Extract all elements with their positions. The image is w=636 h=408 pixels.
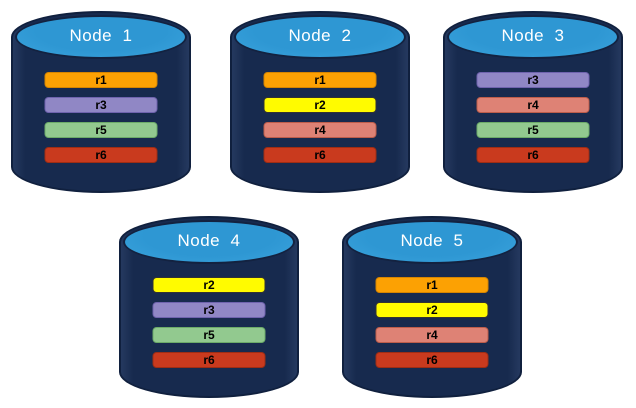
node-1-cylinder: Node 1 r1 r3 r5 r6 (11, 11, 191, 193)
replica-bar-list: r2 r3 r5 r6 (152, 277, 266, 368)
replica-bar: r5 (44, 122, 158, 138)
replica-bar: r6 (44, 147, 158, 163)
replica-bar: r4 (263, 122, 377, 138)
replica-bar: r6 (476, 147, 590, 163)
replica-bar: r5 (152, 327, 266, 343)
node-title: Node 5 (400, 231, 464, 250)
node-5-cylinder: Node 5 r1 r2 r4 r6 (342, 216, 522, 398)
database-cylinder-top: Node 1 (15, 15, 187, 59)
replica-bar: r4 (476, 97, 590, 113)
replica-bar: r2 (263, 97, 377, 113)
node-title: Node 1 (69, 26, 133, 45)
replica-bar-list: r3 r4 r5 r6 (476, 72, 590, 163)
replica-bar: r3 (476, 72, 590, 88)
database-cylinder-top: Node 5 (346, 220, 518, 264)
replica-bar: r6 (263, 147, 377, 163)
replica-bar: r1 (375, 277, 489, 293)
node-2-cylinder: Node 2 r1 r2 r4 r6 (230, 11, 410, 193)
node-3-cylinder: Node 3 r3 r4 r5 r6 (443, 11, 623, 193)
replica-bar-list: r1 r2 r4 r6 (263, 72, 377, 163)
replica-bar: r4 (375, 327, 489, 343)
replica-bar-list: r1 r2 r4 r6 (375, 277, 489, 368)
replica-bar: r2 (152, 277, 266, 293)
replica-bar: r5 (476, 122, 590, 138)
node-4-cylinder: Node 4 r2 r3 r5 r6 (119, 216, 299, 398)
replica-bar: r6 (152, 352, 266, 368)
replica-bar-list: r1 r3 r5 r6 (44, 72, 158, 163)
database-cylinder-top: Node 2 (234, 15, 406, 59)
replica-bar: r2 (375, 302, 489, 318)
replica-bar: r6 (375, 352, 489, 368)
node-title: Node 4 (177, 231, 241, 250)
replica-bar: r3 (152, 302, 266, 318)
node-title: Node 2 (288, 26, 352, 45)
replica-bar: r3 (44, 97, 158, 113)
database-cylinder-top: Node 4 (123, 220, 295, 264)
database-cylinder-top: Node 3 (447, 15, 619, 59)
replica-bar: r1 (44, 72, 158, 88)
replica-bar: r1 (263, 72, 377, 88)
node-title: Node 3 (501, 26, 565, 45)
